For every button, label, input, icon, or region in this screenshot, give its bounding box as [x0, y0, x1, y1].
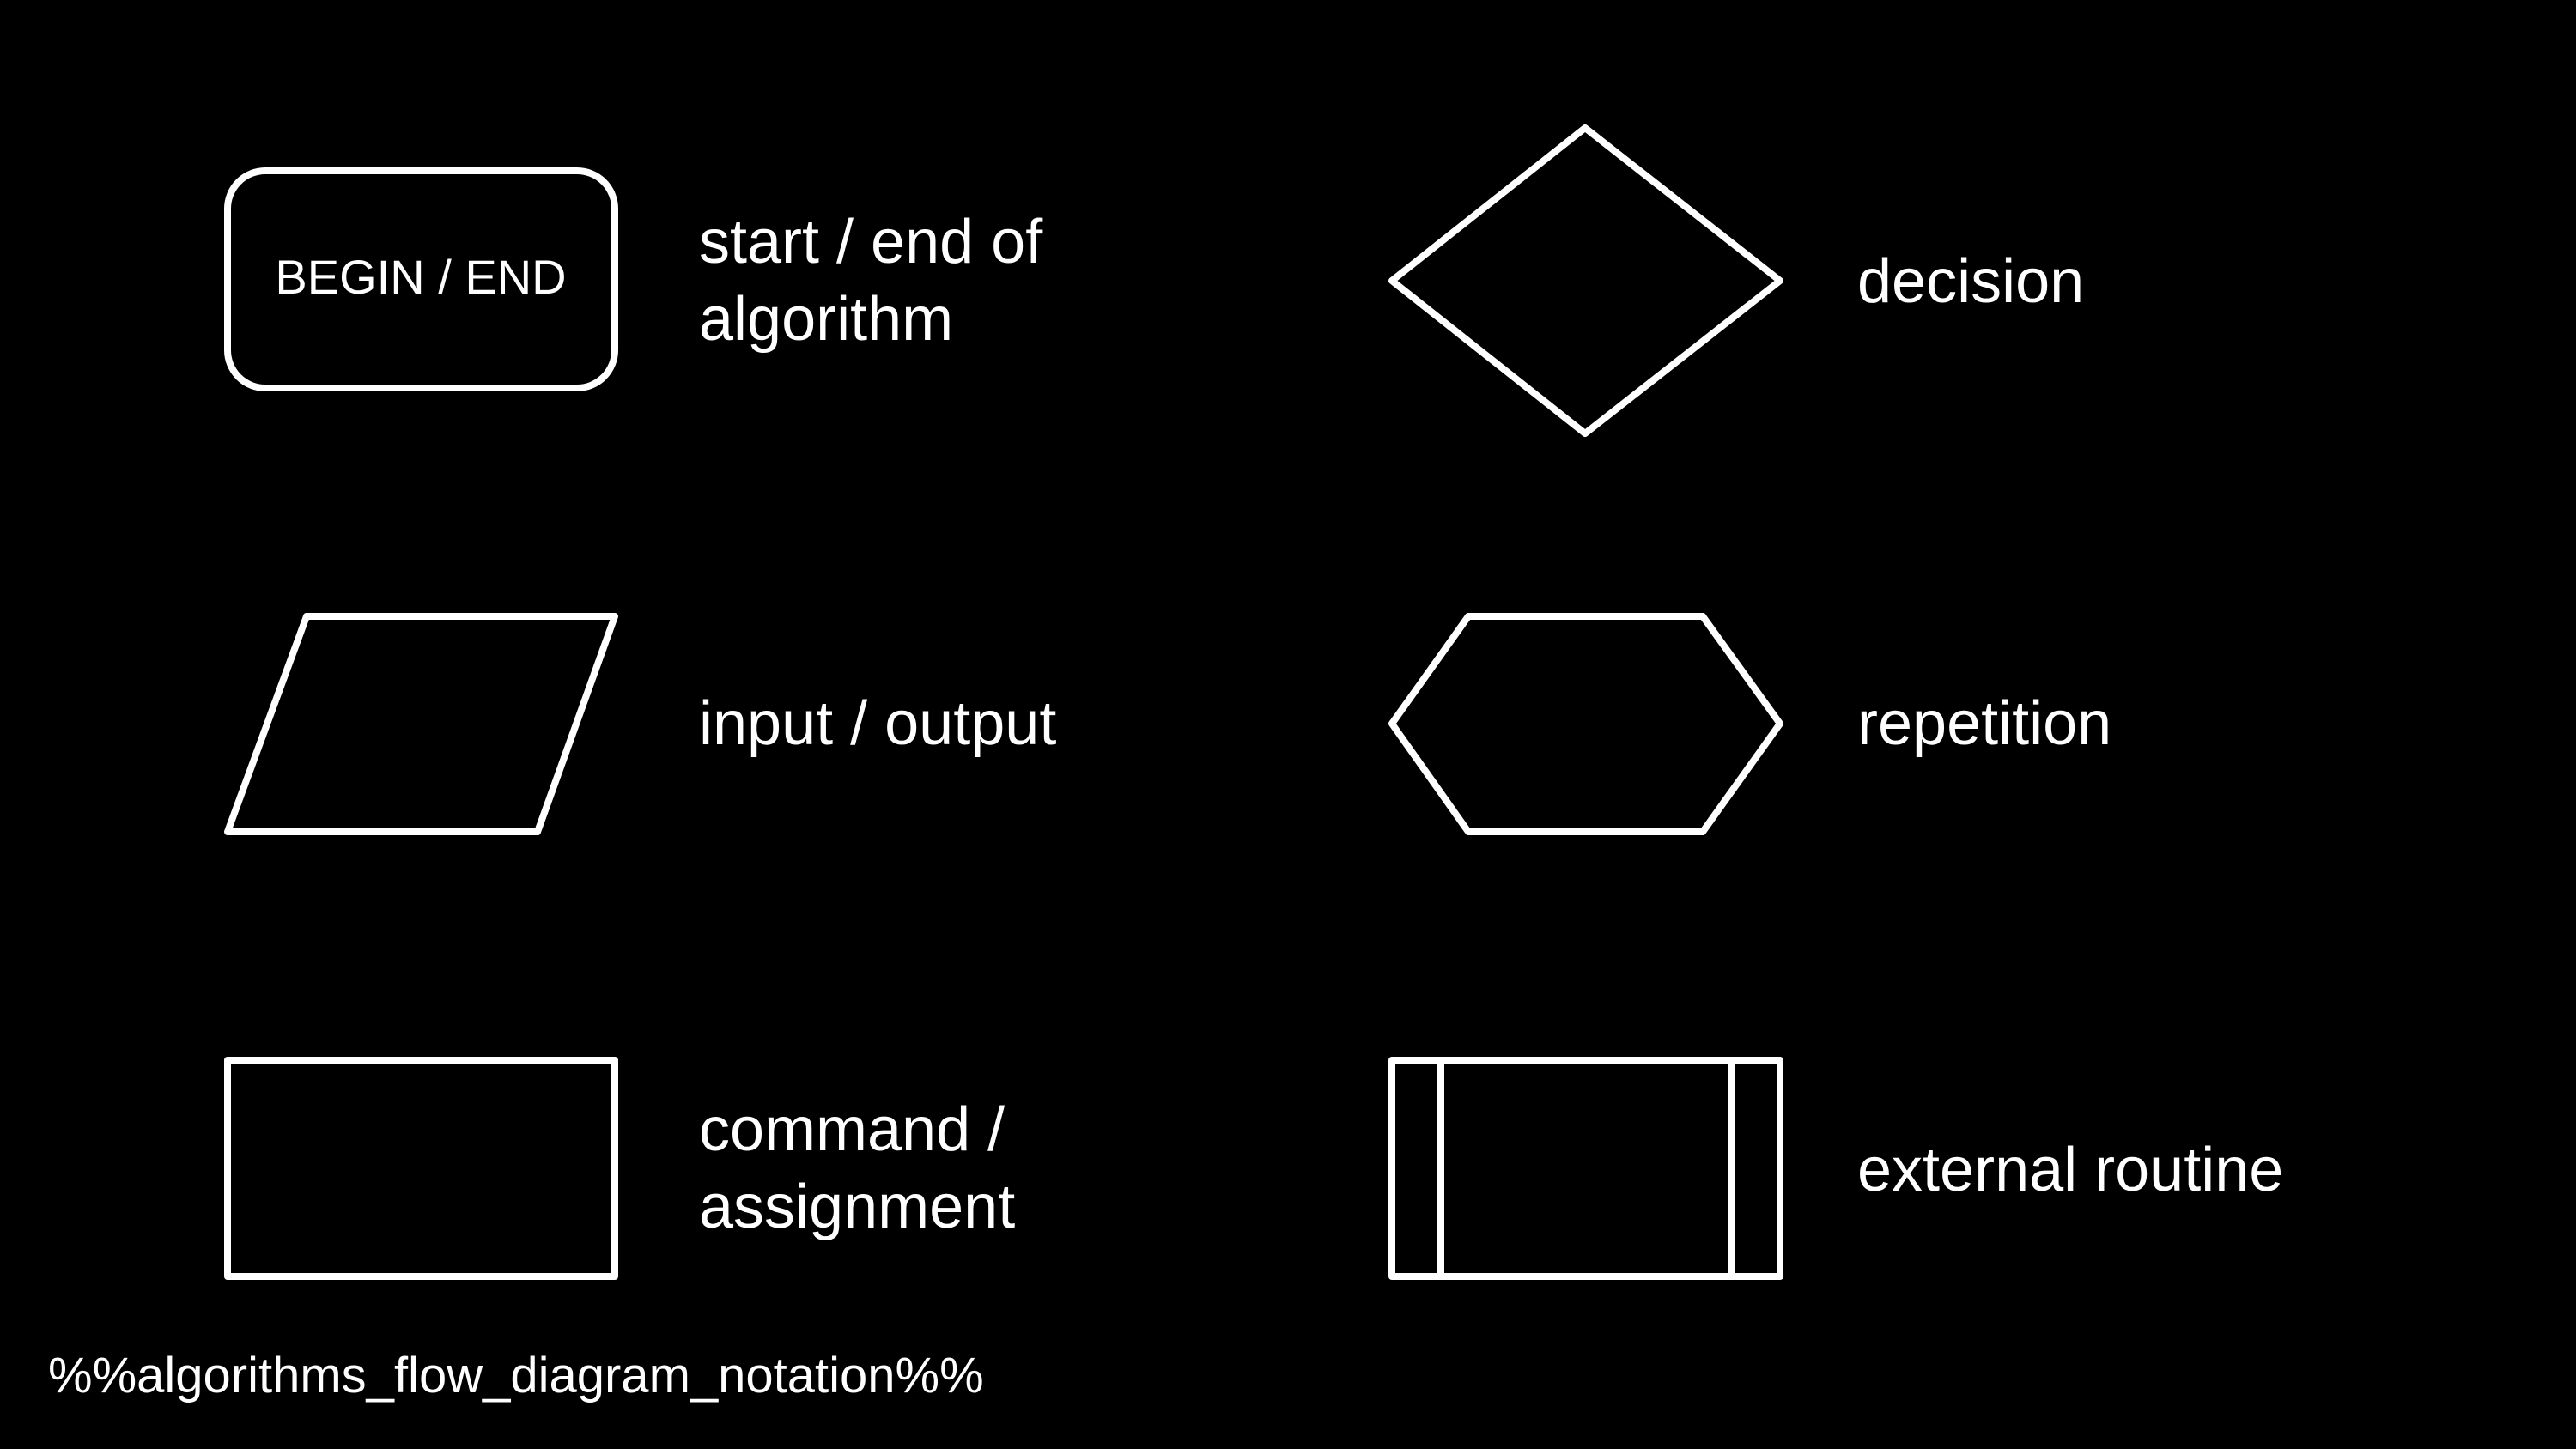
external-routine-label: external routine	[1857, 1131, 2283, 1209]
command-assignment-label-line-1: command /	[699, 1095, 1005, 1164]
external-routine-label-line-1: external routine	[1857, 1136, 2284, 1204]
decision-label: decision	[1857, 243, 2084, 320]
repetition-label: repetition	[1857, 685, 2111, 762]
command-assignment-label-line-2: assignment	[699, 1173, 1016, 1241]
start-end-label: start / end of algorithm	[699, 203, 1042, 358]
input-output-label-line-1: input / output	[699, 689, 1057, 758]
repetition-symbol	[1388, 613, 1783, 835]
decision-label-line-1: decision	[1857, 247, 2085, 316]
decision-symbol	[1388, 124, 1783, 437]
external-routine-outer	[1388, 1057, 1783, 1280]
start-end-label-line-1: start / end of	[699, 208, 1043, 276]
terminator-text: BEGIN / END	[275, 250, 566, 304]
input-output-symbol	[224, 613, 618, 835]
command-assignment-label: command / assignment	[699, 1091, 1015, 1246]
start-end-symbol: BEGIN / END	[224, 167, 618, 391]
footer-caption: %%algorithms_flow_diagram_notation%%	[48, 1348, 984, 1404]
input-output-label: input / output	[699, 685, 1056, 762]
start-end-label-line-2: algorithm	[699, 285, 954, 354]
external-routine-symbol	[1388, 1057, 1783, 1280]
repetition-label-line-1: repetition	[1857, 689, 2112, 758]
terminator-shape	[224, 167, 618, 391]
command-assignment-symbol	[224, 1057, 618, 1280]
